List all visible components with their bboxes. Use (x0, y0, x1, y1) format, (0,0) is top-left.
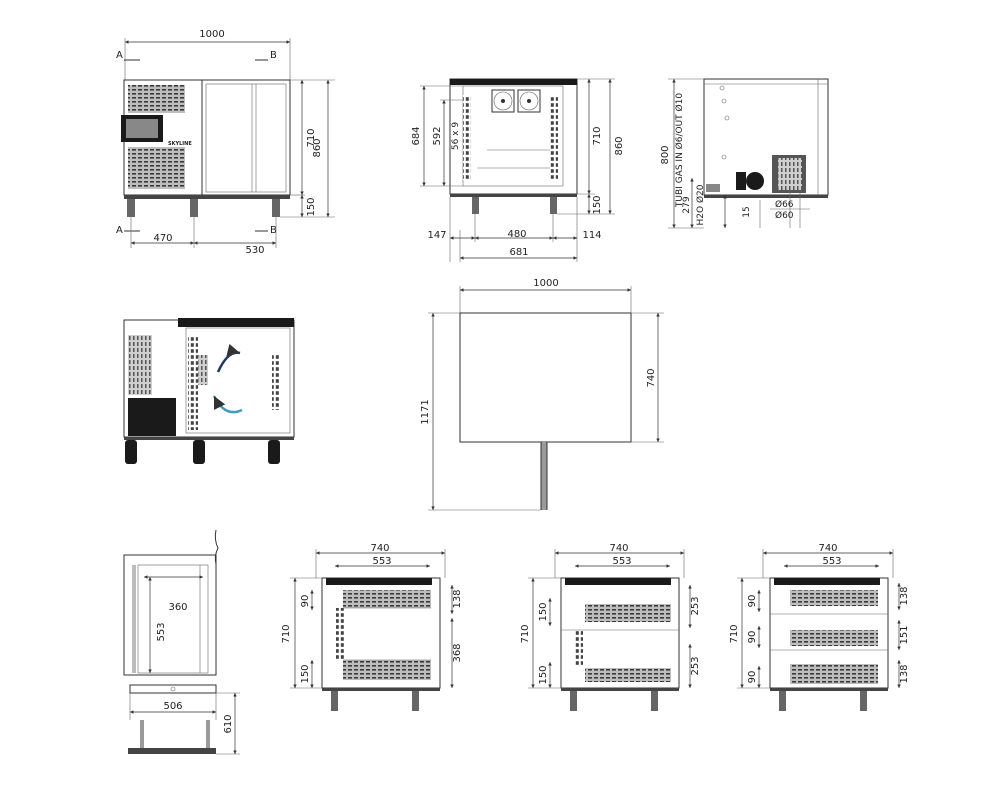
top-view: 1000 740 1171 (420, 278, 664, 511)
detail-w-360: 360 (168, 602, 187, 613)
top-total-depth: 1171 (420, 399, 431, 424)
config3-h-90a: 90 (747, 595, 758, 608)
side-d-60: Ø60 (775, 210, 794, 221)
section-b-top: B (270, 50, 277, 61)
side-h-15: 15 (742, 206, 752, 217)
config2-h-253a: 253 (690, 596, 701, 615)
front-height-feet: 150 (306, 197, 317, 216)
side-water-label: H2O Ø20 (695, 184, 706, 225)
config-2: 740 553 710 150 150 253 253 (520, 543, 701, 711)
section-h-710: 710 (592, 126, 603, 145)
side-h-800: 800 (660, 145, 671, 164)
config2-h-253b: 253 (690, 656, 701, 675)
front-logo: SKYLINE (168, 141, 192, 147)
section-h-860: 860 (614, 136, 625, 155)
front-width-label: 1000 (199, 29, 224, 40)
config1-h-368: 368 (452, 643, 463, 662)
section-a-top: A (116, 50, 123, 61)
section-a-bottom: A (116, 225, 123, 236)
config1-h-138: 138 (452, 589, 463, 608)
config3-h-90c: 90 (747, 671, 758, 684)
config2-h-150b: 150 (538, 665, 549, 684)
config2-h-710: 710 (520, 624, 531, 643)
side-gas-label: TUBI GAS IN Ø6/OUT Ø10 (674, 93, 685, 208)
section-view: 684 592 56 x 9 710 150 860 147 480 114 6… (411, 78, 625, 262)
config3-h-138a: 138 (899, 586, 910, 605)
side-h-279: 279 (682, 196, 692, 213)
section-h-150: 150 (592, 195, 603, 214)
config2-h-150a: 150 (538, 602, 549, 621)
front-view: 1000 A B A B SKYLINE (116, 29, 335, 256)
front-left-part: 470 (153, 233, 172, 244)
section-w-147: 147 (427, 230, 446, 241)
front-height-total: 860 (312, 138, 323, 157)
detail-h-553: 553 (156, 622, 167, 641)
door-open-view (123, 318, 295, 464)
detail-h-610: 610 (223, 714, 234, 733)
config1-h-90: 90 (300, 595, 311, 608)
config3-w-553: 553 (822, 556, 841, 567)
config3-h-90b: 90 (747, 631, 758, 644)
config3-h-710: 710 (729, 624, 740, 643)
config1-h-150: 150 (300, 664, 311, 683)
detail-view: 360 553 506 610 (123, 529, 240, 755)
front-right-part: 530 (245, 245, 264, 256)
config3-h-138b: 138 (899, 664, 910, 683)
side-d-66: Ø66 (775, 199, 794, 210)
config2-w-553: 553 (612, 556, 631, 567)
config1-w-553: 553 (372, 556, 391, 567)
top-depth: 740 (646, 368, 657, 387)
top-width: 1000 (533, 278, 558, 289)
config1-w-740: 740 (370, 543, 389, 554)
config2-w-740: 740 (609, 543, 628, 554)
section-h-592: 592 (432, 126, 443, 145)
section-h-684: 684 (411, 126, 422, 145)
section-w-681: 681 (509, 247, 528, 258)
front-height-body: 710 (306, 128, 317, 147)
config-3: 740 553 710 90 90 90 138 151 138 (729, 543, 910, 711)
section-w-480: 480 (507, 229, 526, 240)
config3-h-151: 151 (899, 625, 910, 644)
config1-h-710: 710 (281, 624, 292, 643)
detail-w-506: 506 (163, 701, 182, 712)
section-w-114: 114 (582, 230, 601, 241)
side-view: 800 TUBI GAS IN Ø6/OUT Ø10 279 H2O Ø20 1… (660, 78, 829, 229)
config-1: 740 553 710 90 150 138 368 (281, 543, 463, 711)
section-tray-spec: 56 x 9 (451, 122, 461, 151)
section-b-bottom: B (270, 225, 277, 236)
config3-w-740: 740 (818, 543, 837, 554)
